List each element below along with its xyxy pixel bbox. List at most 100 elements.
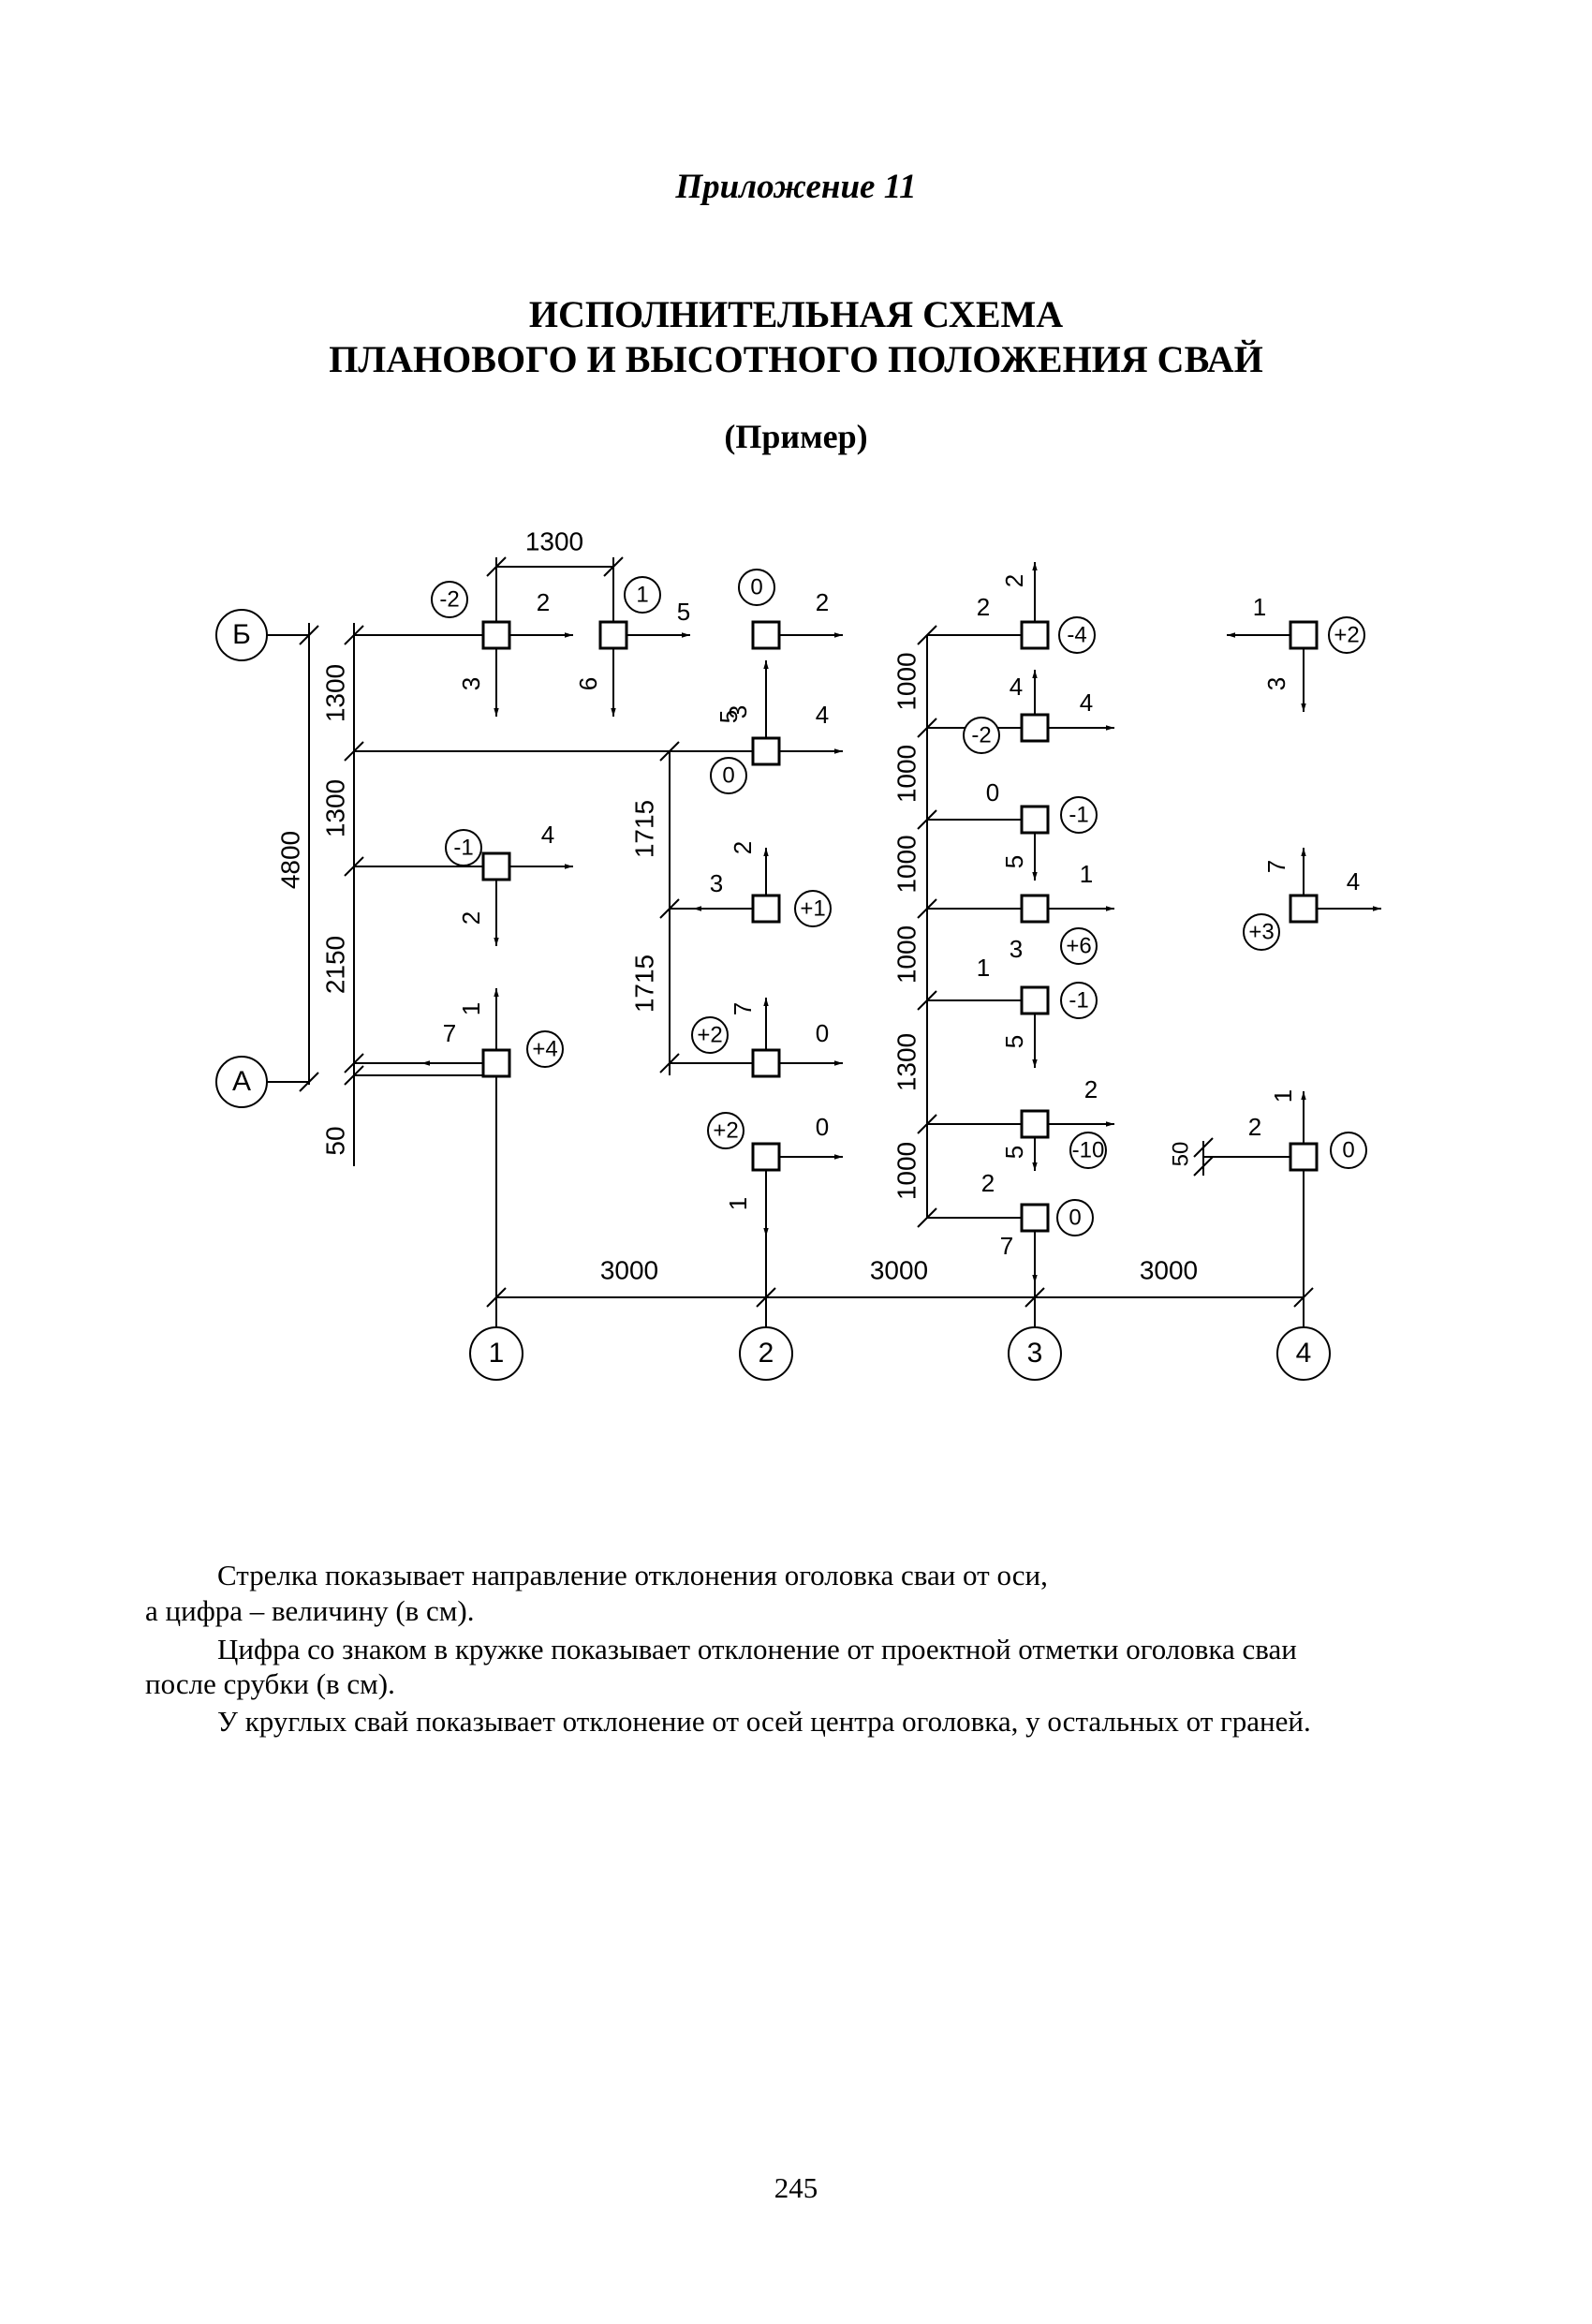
deviation-value: 4	[541, 821, 554, 849]
deviation-value: 4	[1010, 673, 1023, 701]
deviation-value: 0	[816, 1113, 829, 1141]
elevation-value-marker	[963, 717, 1000, 754]
axis-marker-column: 1	[489, 1338, 505, 1369]
elevation-value-marker	[1056, 1199, 1094, 1236]
elevation-value: +1	[800, 896, 825, 921]
axis-marker-column-marker	[1276, 1326, 1331, 1381]
drawing-linework	[267, 556, 1381, 1327]
dimension-label: 1000	[892, 745, 921, 803]
elevation-value-marker	[707, 1112, 744, 1149]
deviation-value: 1	[977, 954, 990, 982]
elevation-value-marker	[1060, 796, 1098, 834]
pile-square	[751, 1048, 781, 1078]
dimension-label: 1715	[629, 955, 658, 1013]
pile-square	[1020, 620, 1050, 650]
dimension-tick	[486, 556, 507, 577]
pile-square	[481, 851, 511, 881]
elevation-value: 0	[750, 574, 762, 600]
deviation-value: 3	[710, 869, 723, 897]
deviation-value: 1	[457, 1002, 485, 1015]
axis-marker-column-marker	[739, 1326, 793, 1381]
deviation-value: 2	[977, 593, 990, 621]
elevation-value-marker	[794, 890, 832, 927]
dimension-tick	[1024, 1287, 1045, 1308]
deviation-value: 6	[574, 677, 602, 690]
dimension-label: 1300	[525, 526, 583, 555]
axis-marker-row-marker	[215, 1056, 268, 1108]
dimension-label: 50	[320, 1126, 349, 1155]
axis-marker-column: 3	[1027, 1338, 1043, 1369]
dimension-label: 1300	[892, 1033, 921, 1091]
dimension-label: 1300	[320, 779, 349, 837]
deviation-value: 2	[1084, 1075, 1098, 1103]
document-subtitle: (Пример)	[724, 418, 868, 455]
dimension-label: 1000	[892, 925, 921, 984]
dimension-label: 3000	[1140, 1255, 1198, 1284]
page-number: 245	[774, 2171, 818, 2204]
elevation-value: 0	[1342, 1137, 1354, 1162]
axis-marker-column: 2	[759, 1338, 774, 1369]
deviation-value: 2	[981, 1169, 995, 1197]
elevation-value: +2	[713, 1118, 738, 1143]
elevation-value: -1	[1069, 987, 1088, 1013]
elevation-value: 1	[636, 582, 648, 607]
dimension-tick	[299, 625, 319, 645]
note-line-3: Цифра со знаком в кружке показывает откл…	[217, 1633, 1297, 1665]
pile-square	[1289, 1142, 1319, 1172]
elevation-value-marker	[1060, 982, 1098, 1019]
deviation-value: 1	[724, 1197, 752, 1210]
deviation-value: 2	[729, 841, 757, 854]
dimension-label: 1000	[892, 835, 921, 893]
dimension-tick	[1193, 1156, 1214, 1177]
elevation-value-marker	[1069, 1132, 1107, 1169]
note-line-4: после срубки (в см).	[145, 1667, 395, 1700]
deviation-value: 3	[1262, 677, 1290, 690]
elevation-value: 0	[1069, 1205, 1081, 1230]
elevation-value: +3	[1248, 919, 1274, 944]
elevation-value: -2	[439, 586, 459, 612]
deviation-value: 2	[537, 588, 550, 616]
deviation-value: 5	[1000, 1146, 1028, 1159]
dimension-label: 1715	[629, 800, 658, 858]
elevation-value-marker	[445, 829, 482, 866]
pile-square	[1020, 805, 1050, 835]
pile-square	[481, 620, 511, 650]
deviation-value: 1	[1269, 1089, 1297, 1103]
pile-square	[1020, 1203, 1050, 1233]
deviation-value: 5	[1000, 855, 1028, 868]
dimension-label: 4800	[275, 831, 304, 889]
document-title-line1: ИСПОЛНИТЕЛЬНАЯ СХЕМА	[528, 293, 1064, 335]
pile-square	[1289, 894, 1319, 924]
elevation-value: 0	[722, 762, 734, 788]
pile-square	[1020, 985, 1050, 1015]
pile-square	[1289, 620, 1319, 650]
deviation-value: 2	[1248, 1113, 1261, 1141]
dimension-tick	[603, 556, 624, 577]
pile-square	[598, 620, 628, 650]
note-line-5: У круглых свай показывает отклонение от …	[217, 1705, 1311, 1738]
deviation-value: 0	[816, 1019, 829, 1047]
pile-square	[751, 894, 781, 924]
elevation-value-marker	[1243, 913, 1280, 951]
elevation-value: -1	[1069, 802, 1088, 827]
deviation-value: 4	[1347, 867, 1360, 896]
deviation-value: 2	[816, 588, 829, 616]
elevation-value: +2	[697, 1022, 722, 1047]
pile-square	[751, 620, 781, 650]
elevation-value-marker	[1060, 927, 1098, 965]
elevation-value: -2	[971, 722, 991, 748]
pile-square	[751, 736, 781, 766]
elevation-value-marker	[710, 757, 747, 794]
elevation-value-marker	[526, 1030, 564, 1068]
pile-square	[1020, 713, 1050, 743]
axis-marker-column: 4	[1296, 1338, 1312, 1369]
pile-group	[215, 569, 1367, 1381]
elevation-value-marker	[624, 576, 661, 614]
dimension-tick	[299, 1072, 319, 1092]
deviation-value: 7	[443, 1019, 456, 1047]
deviation-value: 3	[457, 677, 485, 690]
deviation-value: 3	[1010, 935, 1023, 963]
appendix-label: Приложение 11	[675, 168, 917, 206]
dimension-label: 2150	[320, 936, 349, 994]
pile-square	[1020, 894, 1050, 924]
